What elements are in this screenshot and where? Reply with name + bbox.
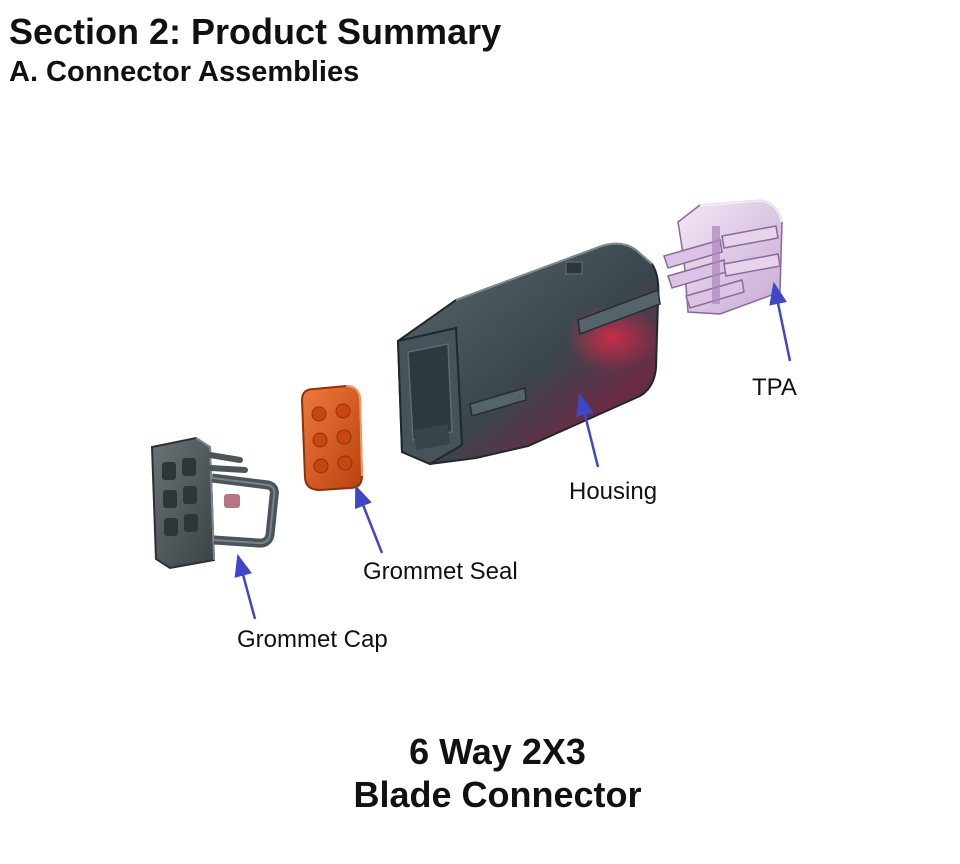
grommet-seal-label: Grommet Seal: [363, 558, 518, 585]
tpa-part: [663, 198, 784, 315]
housing-part: [396, 242, 661, 466]
grommet-cap-part: [150, 436, 279, 570]
grommet-seal-arrow: [354, 484, 384, 554]
housing-label: Housing: [569, 478, 658, 505]
caption-line-1: 6 Way 2X3: [409, 731, 586, 772]
caption-line-2: Blade Connector: [353, 774, 642, 815]
section-title: Section 2: Product Summary: [9, 11, 502, 52]
tpa-label: TPA: [752, 374, 797, 401]
grommet-seal-part: [300, 384, 364, 492]
tpa-arrow: [769, 281, 792, 362]
subsection-title: A. Connector Assemblies: [9, 56, 360, 88]
housing-arrow: [576, 392, 600, 468]
grommet-cap-label: Grommet Cap: [237, 626, 388, 653]
grommet-cap-arrow: [234, 553, 257, 620]
